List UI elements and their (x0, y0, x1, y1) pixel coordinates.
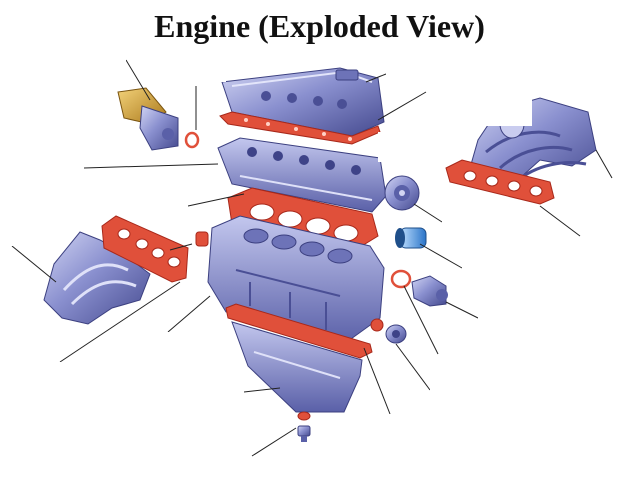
valve-cover-gasket (219, 111, 381, 145)
label-box-4 (428, 86, 532, 126)
drain-plug (297, 425, 311, 442)
label-box-8 (582, 180, 630, 220)
label-box-13 (108, 332, 220, 362)
drain-plug-washer (297, 411, 311, 421)
cylinder-head (217, 137, 387, 213)
label-box-18 (360, 414, 430, 460)
label-box-6 (36, 144, 84, 180)
label-box-17 (430, 384, 534, 420)
head-gasket (227, 187, 379, 253)
label-box-19 (130, 426, 240, 470)
water-pump-o-ring (390, 269, 412, 289)
exhaust-manifold-gasket (101, 215, 189, 283)
label-box-14 (440, 340, 600, 366)
label-box-20 (262, 456, 348, 478)
oil-pump-gear (385, 324, 407, 344)
label-box-16 (178, 378, 244, 408)
label-box-9 (0, 204, 46, 246)
label-box-7 (126, 184, 188, 216)
diagram-title: Engine (Exploded View) (154, 8, 485, 44)
thermostat-o-ring (184, 131, 200, 149)
water-pump-pulley (395, 227, 427, 249)
label-box-5 (378, 132, 440, 162)
label-box-3 (386, 56, 478, 84)
label-box-15 (0, 362, 138, 404)
thermostat-housing (117, 87, 179, 151)
oil-pan-gasket (225, 303, 373, 359)
label-box-1 (34, 48, 126, 70)
intake-manifold-gasket (445, 159, 555, 205)
label-box-10 (442, 216, 540, 242)
leader-lines (11, 59, 613, 457)
water-pump (411, 275, 448, 307)
oil-pan (231, 321, 363, 413)
crank-seal (370, 318, 384, 332)
label-box-2 (164, 48, 226, 82)
valve-cover-gasket-holes (244, 118, 352, 141)
label-box-12 (478, 304, 576, 334)
label-box-11 (462, 248, 582, 278)
camshaft-pulley (384, 175, 420, 211)
core-plug (195, 231, 209, 247)
